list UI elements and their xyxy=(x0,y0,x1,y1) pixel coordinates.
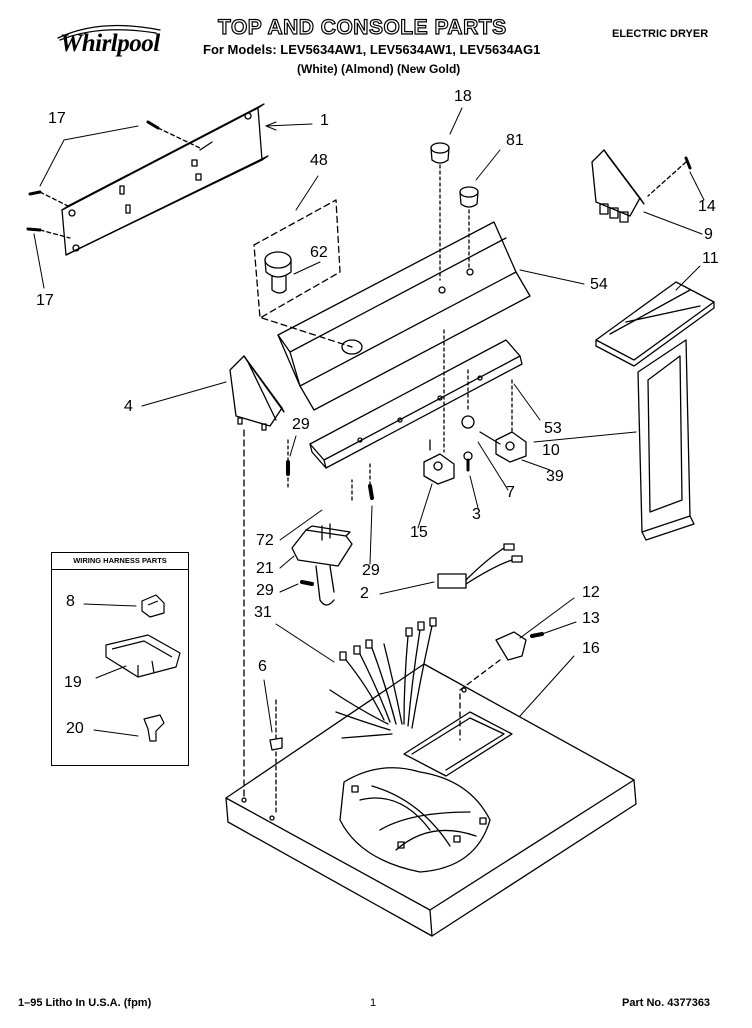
console-channel-drawing xyxy=(309,339,523,469)
part-label-10: 10 xyxy=(542,442,560,459)
part-label-48: 48 xyxy=(310,152,328,169)
wiring-harness-inset: WIRING HARNESS PARTS xyxy=(51,552,189,766)
part-label-72: 72 xyxy=(256,532,274,549)
part-label-29: 29 xyxy=(362,562,380,579)
inset-title: WIRING HARNESS PARTS xyxy=(52,553,188,570)
part-label-39: 39 xyxy=(546,468,564,485)
end-cap-right-drawing xyxy=(591,149,692,223)
connector-19-icon xyxy=(105,634,181,678)
part-label-2: 2 xyxy=(360,585,369,602)
knob-18-81-drawing xyxy=(430,142,479,281)
part-label-11: 11 xyxy=(702,250,719,267)
part-label-31: 31 xyxy=(254,604,272,621)
clip-12-13-drawing xyxy=(459,631,544,741)
color-list: (White) (Almond) (New Gold) xyxy=(297,62,461,76)
part-label-13: 13 xyxy=(582,610,600,627)
top-panel-16-drawing xyxy=(225,663,637,937)
part-label-8: 8 xyxy=(66,593,75,610)
part-label-6: 6 xyxy=(258,658,267,675)
part-label-21: 21 xyxy=(256,560,274,577)
page-number: 1 xyxy=(370,997,377,1009)
part-label-4: 4 xyxy=(124,398,133,415)
whirlpool-swoosh-icon xyxy=(57,24,161,41)
model-list: For Models: LEV5634AW1, LEV5634AW1, LEV5… xyxy=(203,42,541,57)
switches-39-7-3-15-drawing xyxy=(423,329,527,485)
knob-48-62-drawing xyxy=(253,199,341,319)
panel-frame-drawing xyxy=(595,281,715,541)
part-label-17: 17 xyxy=(48,110,66,127)
litho-note: 1–95 Litho In U.S.A. (fpm) xyxy=(18,997,152,1009)
part-label-15: 15 xyxy=(410,524,428,541)
part-label-17: 17 xyxy=(36,292,54,309)
part-label-62: 62 xyxy=(310,244,328,261)
part-label-19: 19 xyxy=(64,674,82,691)
part-label-7: 7 xyxy=(506,484,515,501)
clip-20-icon xyxy=(143,714,165,742)
part-label-3: 3 xyxy=(472,506,481,523)
product-type: ELECTRIC DRYER xyxy=(612,28,709,40)
part-number: Part No. 4377363 xyxy=(622,997,711,1009)
part-label-12: 12 xyxy=(582,584,600,601)
page-title: TOP AND CONSOLE PARTS xyxy=(217,15,507,39)
part-label-53: 53 xyxy=(544,420,562,437)
part-label-16: 16 xyxy=(582,640,600,657)
console-panel-drawing xyxy=(261,221,531,411)
wire-harness-31-drawing xyxy=(329,617,437,739)
timer-21-72-drawing xyxy=(286,439,374,606)
part-label-9: 9 xyxy=(704,226,713,243)
part-label-29: 29 xyxy=(292,416,310,433)
part-label-20: 20 xyxy=(66,720,84,737)
part-label-29: 29 xyxy=(256,582,274,599)
harness-parts-drawing xyxy=(105,594,181,742)
leader-lines xyxy=(33,107,705,737)
part-label-81: 81 xyxy=(506,132,524,149)
back-bracket-drawing xyxy=(61,103,269,256)
part-label-54: 54 xyxy=(590,276,608,293)
part-label-14: 14 xyxy=(698,198,716,215)
part-label-18: 18 xyxy=(454,88,472,105)
end-cap-drawing xyxy=(229,355,285,801)
screw-17-icons xyxy=(26,120,201,239)
part-label-1: 1 xyxy=(320,112,329,129)
connector-8-icon xyxy=(141,594,165,618)
clip-6-drawing xyxy=(269,699,283,813)
wire-harness-2-drawing xyxy=(437,543,523,589)
